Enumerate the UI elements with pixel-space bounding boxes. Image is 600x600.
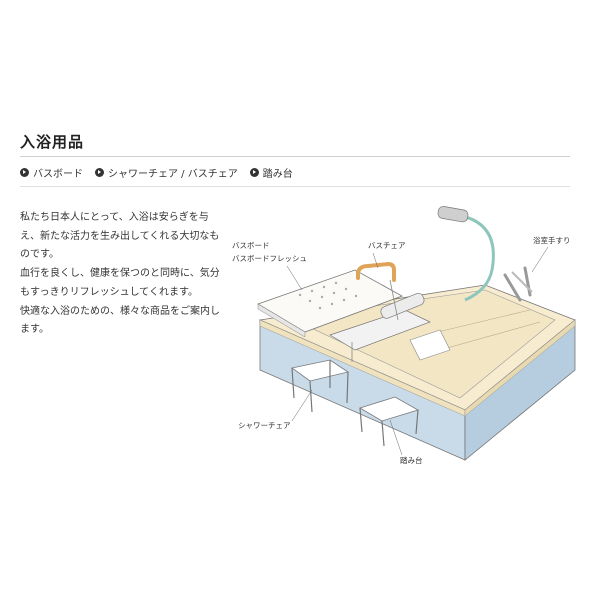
shower-chair [291,359,349,413]
label-bath-board-fresh: バスボードフレッシュ [232,254,307,263]
label-bath-board: バスボード [232,241,270,250]
leader-lines [286,246,549,456]
nav-item-step[interactable]: 踏み台 [249,165,293,180]
label-shower-chair: シャワーチェア [238,421,291,430]
nav-item-label: シャワーチェア / バスチェア [108,169,238,180]
nav-divider [20,186,570,187]
intro-paragraph: 血行を良くし、健康を保つのと同時に、気分もすっきりリフレッシュしてくれます。 [20,268,220,298]
page-title: 入浴用品 [20,133,85,151]
intro-paragraph: 快適な入浴のための、様々な商品をご案内します。 [20,305,220,336]
nav-item-label: 踏み台 [262,169,293,180]
nav-item-label: バスボード [33,169,83,180]
label-bath-chair: バスチェア [368,241,406,250]
bath-board [257,269,403,338]
bath-products-illustration: バスボード バスボードフレッシュ バスチェア 浴室手すり シャワーチェア 踏み台 [232,206,576,465]
arrow-bullet-icon [20,168,29,177]
label-handrail: 浴室手すり [533,235,571,245]
nav-item-shower-chair[interactable]: シャワーチェア / バスチェア [95,165,238,180]
handrail [503,266,533,302]
title-divider [20,156,570,157]
category-nav: バスボード シャワーチェア / バスチェア 踏み台 [20,165,570,180]
bath-chair [329,261,451,362]
label-step: 踏み台 [400,455,423,465]
arrow-bullet-icon [95,168,104,177]
step-stool [359,396,420,447]
shower-head [437,206,495,302]
nav-item-bath-board[interactable]: バスボード [20,165,83,180]
arrow-bullet-icon [249,168,259,177]
intro-text: 私たち日本人にとって、入浴は安らぎを与え、新たな活力を生み出してくれる大切なもの… [20,209,225,340]
intro-paragraph: 私たち日本人にとって、入浴は安らぎを与え、新たな活力を生み出してくれる大切なもの… [20,212,220,261]
